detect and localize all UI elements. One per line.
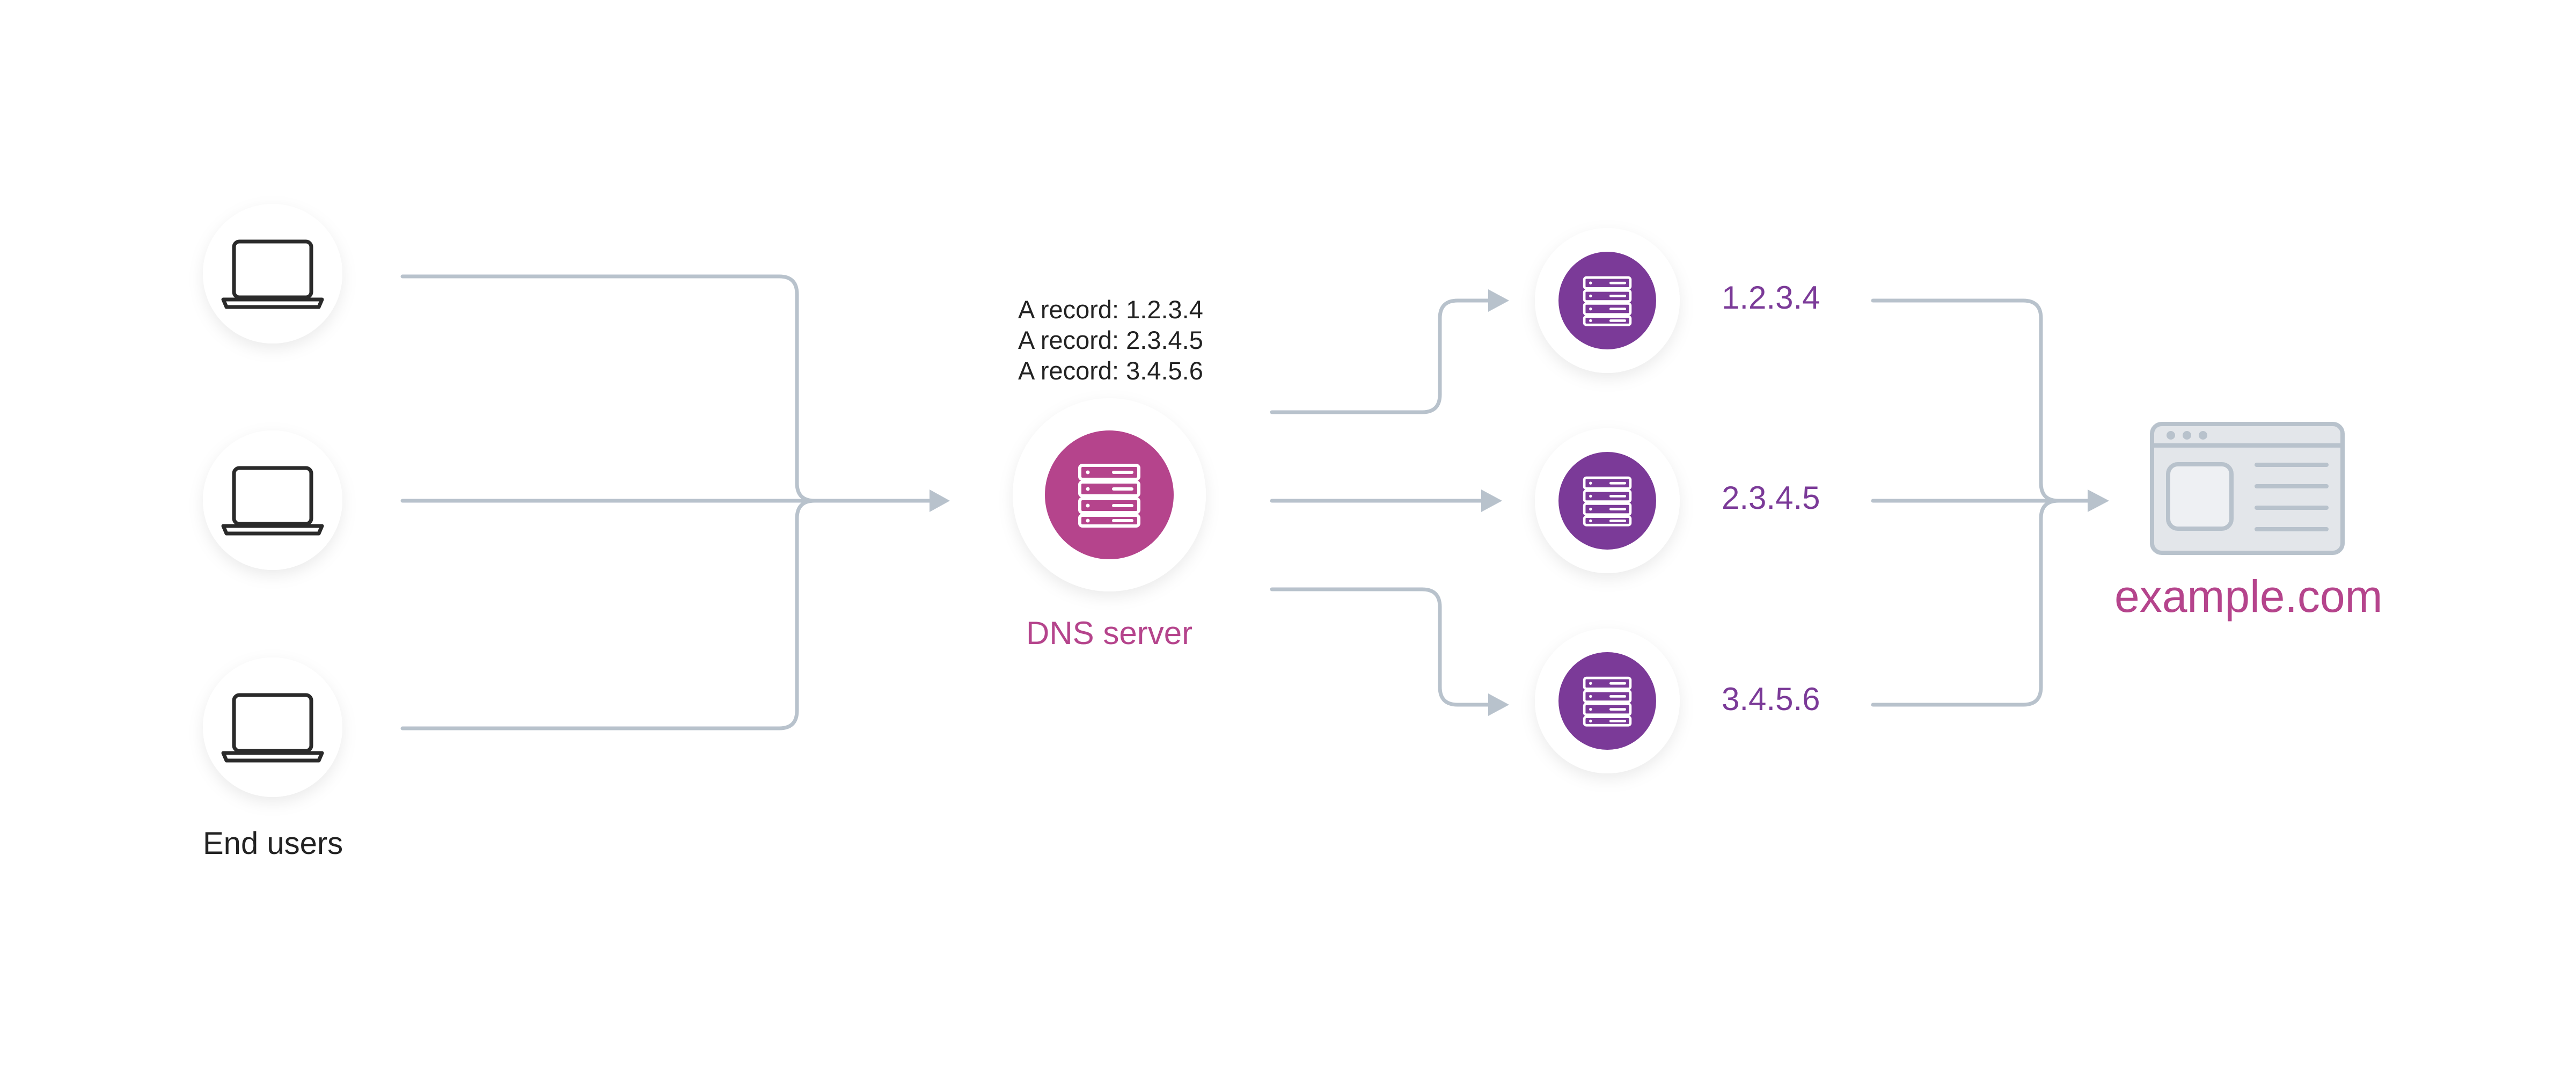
- dns-records: A record: 1.2.3.4 A record: 2.3.4.5 A re…: [1018, 294, 1203, 386]
- connector-user-1: [400, 274, 941, 503]
- arrowhead-server-1: [1488, 289, 1509, 312]
- server-node-3: [1535, 628, 1680, 773]
- connector-server-1: [1270, 298, 1498, 414]
- server-node-2: [1535, 428, 1680, 573]
- connector-user-3: [400, 499, 817, 730]
- end-user-2: [203, 430, 342, 570]
- server-ip-1: 1.2.3.4: [1722, 280, 1820, 316]
- server-arrowheads: [1481, 289, 1509, 716]
- server-ip-2: 2.3.4.5: [1722, 480, 1820, 516]
- dns-server-label: DNS server: [1026, 615, 1193, 651]
- arrowhead-server-3: [1488, 693, 1509, 716]
- dns-to-server-connectors: [1270, 298, 1498, 707]
- dns-arrowhead: [930, 489, 950, 512]
- end-users-label: End users: [203, 826, 343, 861]
- browser-window-icon: [2150, 422, 2345, 555]
- connector-site-3: [1871, 499, 2061, 707]
- connector-site-1: [1871, 298, 2061, 503]
- server-ip-3: 3.4.5.6: [1722, 681, 1820, 717]
- site-arrowhead: [2088, 489, 2109, 512]
- server-to-site-connectors: [1871, 298, 2099, 707]
- connector-server-3: [1270, 587, 1498, 707]
- dns-record-3: A record: 3.4.5.6: [1018, 356, 1203, 385]
- website-label: example.com: [2114, 571, 2383, 622]
- end-user-1: [203, 204, 342, 344]
- dns-record-1: A record: 1.2.3.4: [1018, 295, 1203, 324]
- arrowhead-server-2: [1481, 489, 1502, 512]
- dns-server-node: [1013, 398, 1206, 591]
- server-node-1: [1535, 228, 1680, 373]
- dns-record-2: A record: 2.3.4.5: [1018, 326, 1203, 354]
- end-user-3: [203, 657, 342, 797]
- user-to-dns-connectors: [400, 274, 941, 730]
